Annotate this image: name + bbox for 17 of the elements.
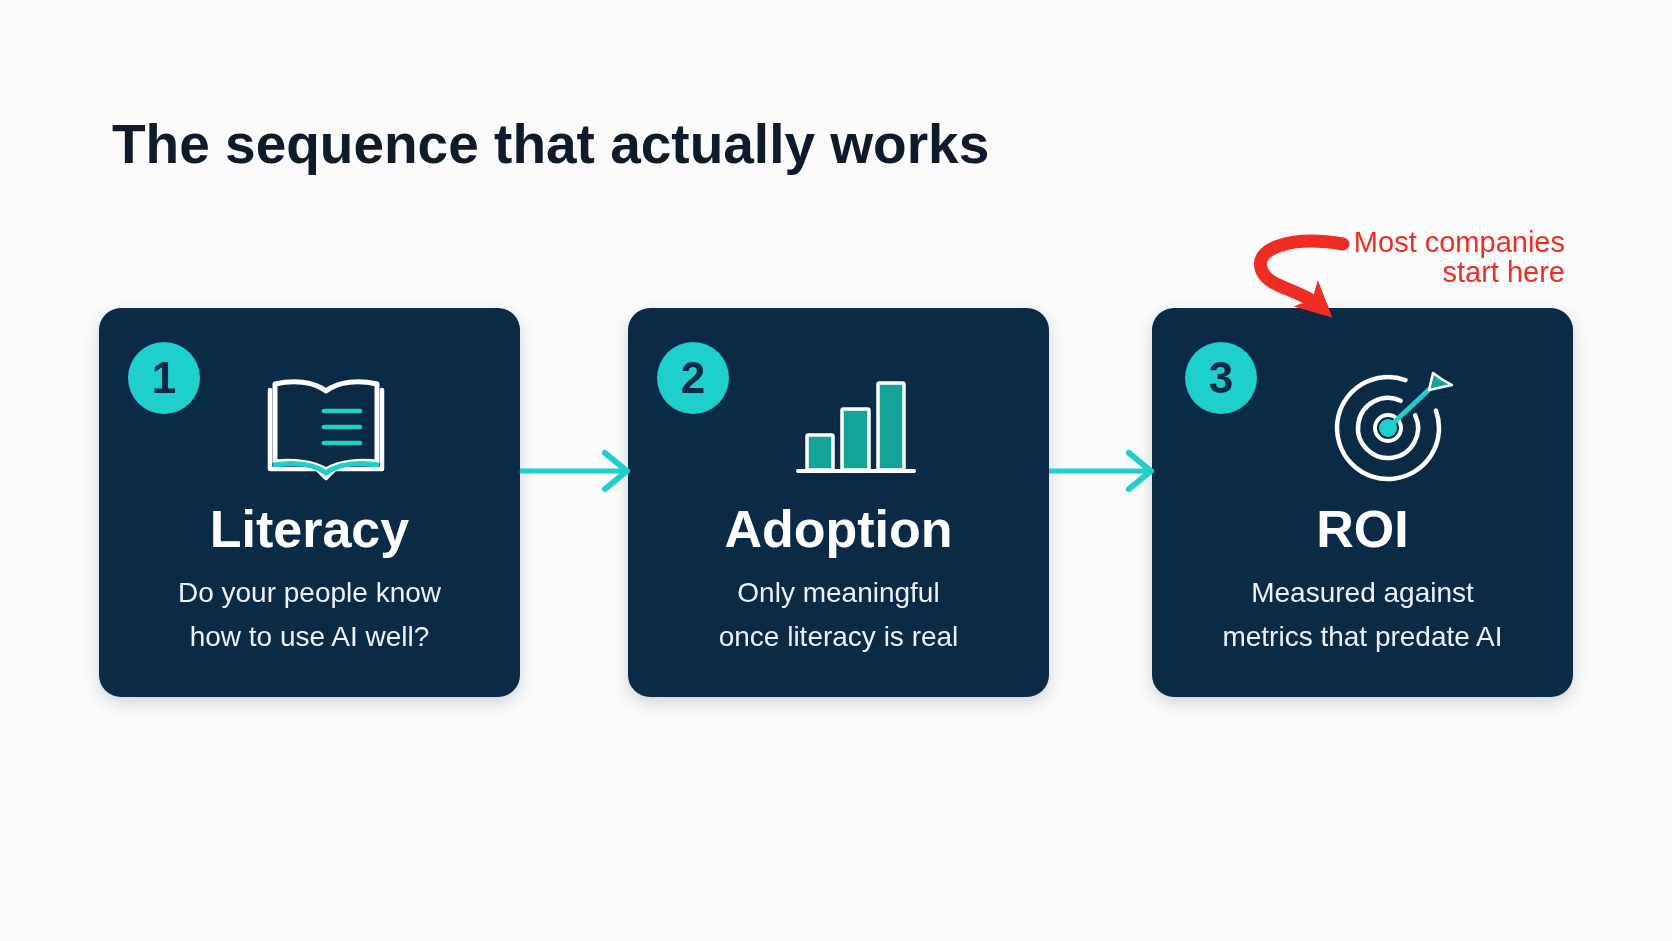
curved-arrow (1254, 234, 1350, 317)
arrow (520, 450, 630, 492)
step-title: Literacy (209, 499, 410, 559)
number-badge: 3 (1185, 342, 1257, 414)
step-card (628, 308, 1049, 697)
step-title: ROI (1316, 499, 1409, 559)
annotation-text: Most companies start here (1343, 227, 1565, 287)
step-description: Do your people know how to use AI well? (176, 576, 442, 654)
arrow (1049, 450, 1154, 492)
step-card (1152, 308, 1573, 697)
number-badge: 1 (128, 342, 200, 414)
number-badge: 2 (657, 342, 729, 414)
step-description: Only meaningful once literacy is real (717, 576, 960, 654)
step-description: Measured against metrics that predate AI (1221, 576, 1504, 654)
step-card (99, 308, 520, 697)
page-title: The sequence that actually works (112, 112, 990, 177)
step-title: Adoption (724, 499, 953, 559)
